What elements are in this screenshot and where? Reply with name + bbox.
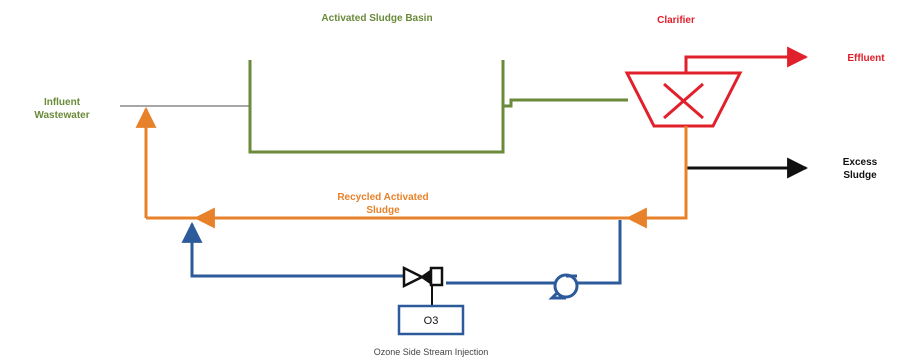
ozone-generator-box[interactable] — [397, 304, 465, 336]
pump-icon[interactable] — [548, 273, 579, 300]
excess-sludge-label-line2: Sludge — [843, 170, 877, 181]
valve-icon[interactable] — [402, 265, 444, 289]
influent-label-line1: Influent — [44, 97, 81, 108]
effluent-label: Effluent — [847, 53, 885, 64]
basin-label: Activated Sludge Basin — [321, 13, 432, 24]
recycled-label-line2: Sludge — [366, 205, 400, 216]
ozone-loop-line — [446, 220, 622, 285]
recycle-underflow-line — [625, 126, 688, 229]
recycled-label-line1: Recycled Activated — [337, 192, 428, 203]
activated-sludge-basin — [248, 60, 628, 154]
ozone-return-line — [181, 221, 404, 278]
ozone-caption: Ozone Side Stream Injection — [374, 347, 489, 357]
excess-sludge-label-line1: Excess — [843, 157, 878, 168]
ozone-box-label: O3 — [424, 315, 439, 327]
influent-label-line2: Wastewater — [34, 110, 89, 121]
clarifier-label: Clarifier — [657, 15, 695, 26]
effluent-arrow — [684, 46, 809, 73]
clarifier-icon — [624, 71, 743, 128]
